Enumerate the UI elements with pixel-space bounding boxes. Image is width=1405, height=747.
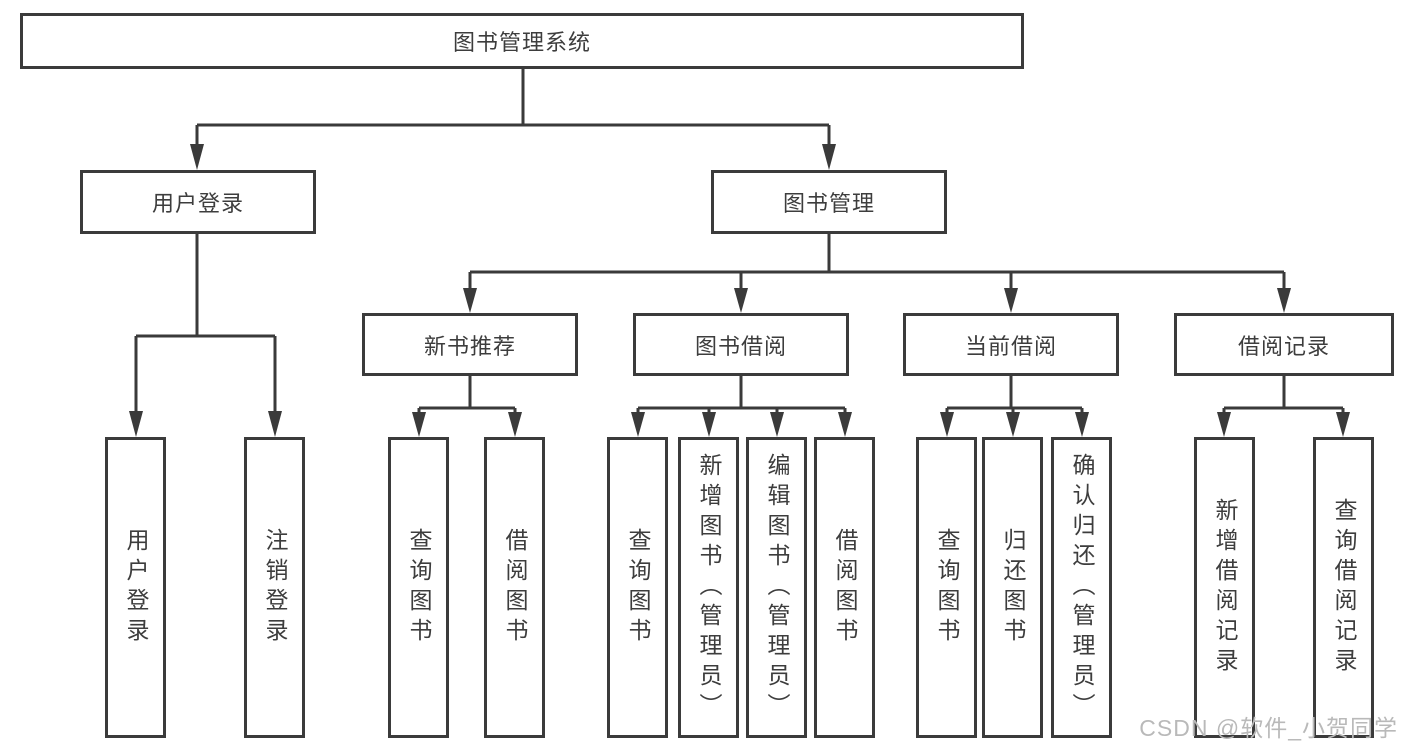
leaf-label: 编辑图书（管理员）: [764, 452, 790, 723]
leaf-label: 查询借阅记录: [1331, 497, 1357, 678]
leaf-recommend-query-book: 查询图书: [388, 437, 449, 738]
leaf-borrowing-edit-book-admin: 编辑图书（管理员）: [746, 437, 807, 738]
node-new-book-recommendation: 新书推荐: [362, 313, 578, 376]
node-current-borrowing: 当前借阅: [903, 313, 1119, 376]
node-label: 新书推荐: [423, 333, 516, 359]
leaf-current-query-book: 查询图书: [916, 437, 977, 738]
leaf-borrowing-add-book-admin: 新增图书（管理员）: [678, 437, 739, 738]
node-label: 图书管理: [782, 191, 875, 216]
leaf-recommend-borrow-book: 借阅图书: [484, 437, 545, 738]
node-label: 用户登录: [151, 191, 244, 216]
node-borrowing-records: 借阅记录: [1174, 313, 1394, 376]
leaf-label: 用户登录: [123, 527, 149, 648]
leaf-label: 新增图书（管理员）: [696, 452, 722, 723]
csdn-watermark: CSDN @软件_小贺同学: [1139, 715, 1398, 741]
leaf-label: 归还图书: [1000, 527, 1026, 648]
node-user-login: 用户登录: [80, 170, 316, 234]
leaf-label: 新增借阅记录: [1212, 497, 1238, 678]
node-label: 借阅记录: [1237, 333, 1330, 359]
leaf-label: 查询图书: [406, 527, 432, 648]
node-book-management: 图书管理: [711, 170, 947, 234]
tree-edges: [134, 69, 1345, 416]
arrowheads: [129, 144, 1350, 437]
node-library-management-system: 图书管理系统: [20, 13, 1024, 69]
leaf-label: 查询图书: [625, 527, 651, 648]
leaf-label: 确认归还（管理员）: [1069, 452, 1095, 723]
leaf-records-query-borrow-record: 查询借阅记录: [1313, 437, 1374, 738]
leaf-label: 查询图书: [934, 527, 960, 648]
leaf-label: 借阅图书: [832, 527, 858, 648]
node-book-borrowing: 图书借阅: [633, 313, 849, 376]
leaf-borrowing-query-book: 查询图书: [607, 437, 668, 738]
leaf-logout-login: 注销登录: [244, 437, 305, 738]
leaf-borrowing-borrow-book: 借阅图书: [814, 437, 875, 738]
leaf-current-confirm-return-admin: 确认归还（管理员）: [1051, 437, 1112, 738]
node-label: 图书借阅: [694, 333, 787, 359]
leaf-label: 借阅图书: [502, 527, 528, 648]
node-label: 图书管理系统: [452, 30, 591, 55]
leaf-user-login: 用户登录: [105, 437, 166, 738]
leaf-current-return-book: 归还图书: [982, 437, 1043, 738]
leaf-records-add-borrow-record: 新增借阅记录: [1194, 437, 1255, 738]
leaf-label: 注销登录: [262, 527, 288, 648]
node-label: 当前借阅: [964, 333, 1057, 359]
